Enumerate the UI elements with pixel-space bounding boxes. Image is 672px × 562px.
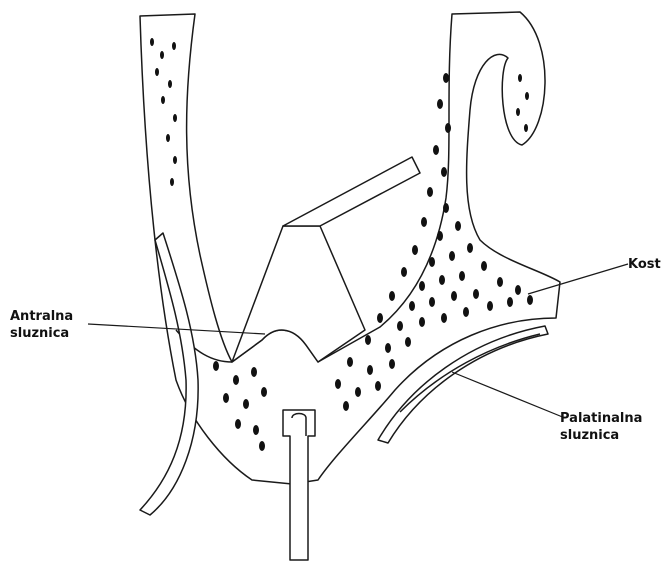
antral-mucosa-label: Antralna sluznica — [10, 308, 73, 342]
graft-wedge-top — [283, 157, 420, 226]
palatal-mucosa-label-line2: sluznica — [560, 427, 642, 444]
bone-label: Kost — [628, 256, 661, 273]
palatal-mucosa-label-line1: Palatinalna — [560, 410, 642, 427]
bone-outline — [140, 12, 560, 484]
bone-label-text: Kost — [628, 256, 661, 273]
antral-mucosa-label-line2: sluznica — [10, 325, 73, 342]
leader-palatal — [452, 372, 565, 418]
palatal-mucosa-label: Palatinalna sluznica — [560, 410, 642, 444]
antral-mucosa-label-line1: Antralna — [10, 308, 73, 325]
instrument — [283, 410, 315, 560]
